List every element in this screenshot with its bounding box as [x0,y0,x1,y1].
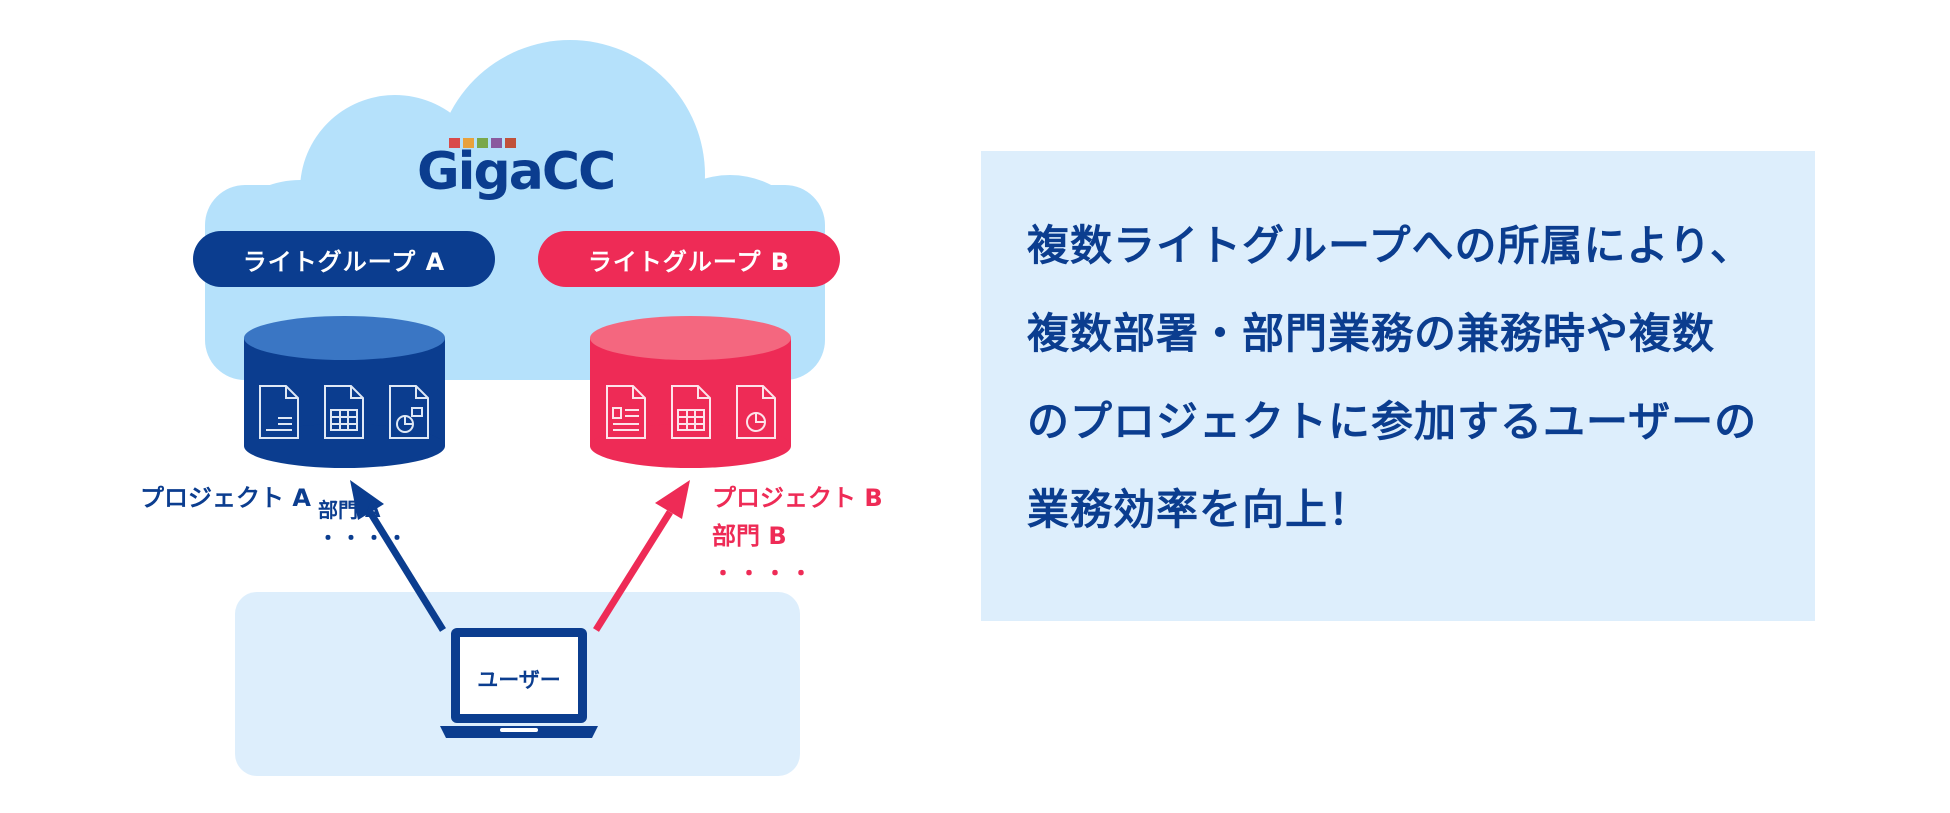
ellipsis-b: ・・・・ [712,562,817,587]
database-b [590,316,791,468]
pie-chart-file-icon [736,385,776,439]
project-b-label: プロジェクト B [712,484,883,512]
document-icon [259,385,299,439]
pie-chart-file-icon [389,385,429,439]
database-a [244,316,445,468]
description-panel [981,151,1815,621]
department-a-label: 部門 A [318,498,381,522]
laptop-icon [440,628,598,738]
logo-dot [505,138,516,148]
description-text: 複数ライトグループへの所属により、 複数部署・部門業務の兼務時や複数 のプロジェ… [1027,224,1807,576]
logo-dot [463,138,474,148]
spreadsheet-icon [324,385,364,439]
logo-dot [477,138,488,148]
description-line-3: のプロジェクトに参加するユーザーの [1027,397,1758,446]
description-line-2: 複数部署・部門業務の兼務時や複数 [1027,309,1716,358]
project-a-label: プロジェクト A [140,484,311,512]
light-group-b-badge: ライトグループ B [538,231,840,287]
department-b-label: 部門 B [712,522,787,550]
gigacc-logo: GigaCC [417,142,616,202]
id-card-file-icon [606,385,646,439]
logo-color-dots [449,138,516,148]
description-line-4: 業務効率を向上！ [1027,485,1372,534]
logo-dot [491,138,502,148]
logo-dot [449,138,460,148]
arrow-to-group-b [593,480,690,632]
user-label: ユーザー [477,668,561,692]
ellipsis-a: ・・・・ [318,526,410,550]
arrow-to-group-a [350,480,446,632]
spreadsheet-icon [671,385,711,439]
light-group-a-badge: ライトグループ A [193,231,495,287]
description-line-1: 複数ライトグループへの所属により、 [1027,221,1753,270]
